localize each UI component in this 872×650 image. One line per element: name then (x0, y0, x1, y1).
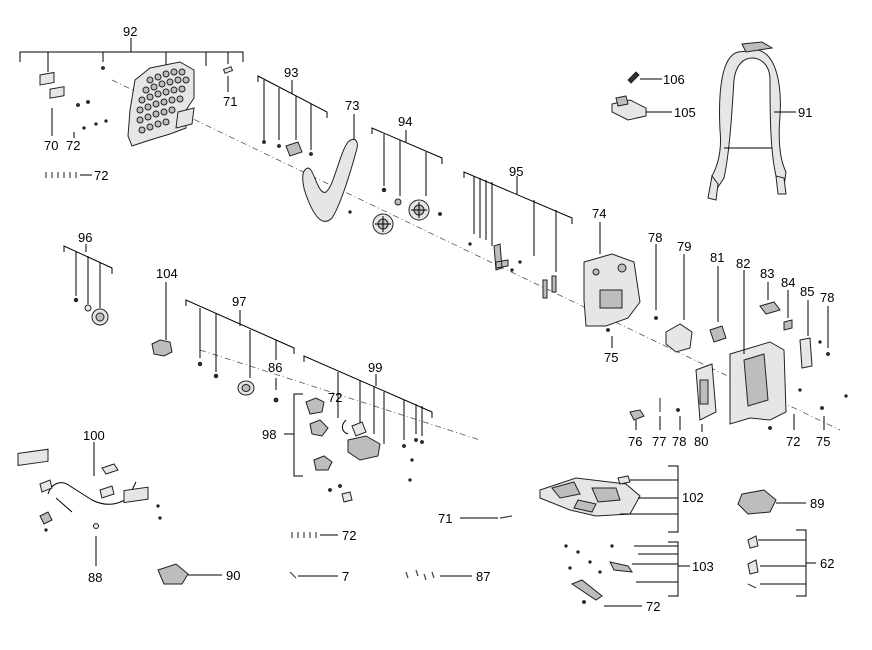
callout-71-top: 71 (223, 94, 237, 109)
callout-72-c: 72 (328, 390, 342, 405)
callout-86: 86 (268, 360, 282, 375)
callout-83: 83 (760, 266, 774, 281)
gear-96 (91, 308, 109, 326)
callout-78-a: 78 (648, 230, 662, 245)
callout-72-e: 72 (342, 528, 356, 543)
callout-90: 90 (226, 568, 240, 583)
label-plate-a (39, 71, 55, 86)
group-93: 93 (257, 65, 328, 157)
callout-72-a: 72 (66, 138, 80, 153)
base-tray-102: 102 (539, 465, 704, 533)
part-90: 90 (157, 563, 240, 585)
part-105-connector: 105 (611, 95, 696, 121)
pulley-97 (237, 380, 255, 396)
assembly-axis-main (111, 79, 841, 431)
callout-72-f: 72 (646, 599, 660, 614)
callout-78-b: 78 (820, 290, 834, 305)
callout-97: 97 (232, 294, 246, 309)
callout-92: 92 (123, 24, 137, 39)
wheel-94-right (408, 199, 430, 221)
group-62: 62 (747, 529, 834, 597)
callout-95: 95 (509, 164, 523, 179)
callout-91: 91 (798, 105, 812, 120)
callout-82: 82 (736, 256, 750, 271)
callout-79: 79 (677, 239, 691, 254)
group-94: 94 (348, 114, 443, 235)
switch-assembly-99 (341, 419, 381, 461)
part-79: 79 (665, 239, 693, 353)
callout-88: 88 (88, 570, 102, 585)
callout-94: 94 (398, 114, 412, 129)
callout-105: 105 (674, 105, 696, 120)
callout-7: 7 (342, 569, 349, 584)
pulley-94-small (394, 198, 402, 206)
callout-102: 102 (682, 490, 704, 505)
part-85: 85 (799, 284, 814, 369)
callout-62: 62 (820, 556, 834, 571)
side-cover-80: 80 (694, 363, 717, 449)
callout-84: 84 (781, 275, 795, 290)
callout-71-bottom: 71 (438, 511, 452, 526)
callout-75-b: 75 (816, 434, 830, 449)
group-98: 98 (262, 393, 353, 503)
callout-100: 100 (83, 428, 105, 443)
callout-96: 96 (78, 230, 92, 245)
group-95: 95 (463, 164, 573, 299)
callout-85: 85 (800, 284, 814, 299)
part-81: 81 (709, 250, 727, 343)
group-96: 96 (63, 230, 113, 326)
callout-77: 77 (652, 434, 666, 449)
callout-74: 74 (592, 206, 606, 221)
callout-99: 99 (368, 360, 382, 375)
screws-72-75-right: 72 75 (768, 388, 848, 449)
callout-76: 76 (628, 434, 642, 449)
group-97: 97 86 (185, 294, 295, 403)
small-parts-76-77-78: 76 77 78 (628, 398, 686, 449)
honeycomb-guard (127, 61, 195, 147)
screw-row-72-middle: 72 (291, 528, 356, 543)
group-103: 103 72 (564, 541, 714, 614)
callout-104: 104 (156, 266, 178, 281)
part-78-right: 78 (818, 290, 834, 356)
callout-93: 93 (284, 65, 298, 80)
callout-72-b: 72 (94, 168, 108, 183)
part-87: 87 (405, 569, 490, 584)
motor-plate-74: 74 75 (583, 206, 641, 365)
part-106: 106 (627, 71, 685, 87)
assembly-axis-lower (199, 349, 481, 441)
part-71-bottom: 71 (438, 511, 513, 526)
part-7: 7 (289, 569, 349, 584)
label-plate-b (49, 86, 65, 99)
part-89: 89 (737, 489, 824, 515)
callout-81: 81 (710, 250, 724, 265)
bracket-93 (285, 141, 303, 157)
callout-75-a: 75 (604, 350, 618, 365)
part-78-top: 78 (648, 230, 662, 320)
lever-95 (493, 243, 509, 271)
callout-87: 87 (476, 569, 490, 584)
callout-73: 73 (345, 98, 359, 113)
callout-80: 80 (694, 434, 708, 449)
handle-frame-100: 100 (17, 428, 162, 532)
callout-78-c: 78 (672, 434, 686, 449)
group-99: 99 72 (303, 355, 433, 482)
callout-70: 70 (44, 138, 58, 153)
group-92: 92 71 70 72 (19, 24, 244, 183)
part-83: 83 (759, 266, 781, 315)
callout-72-d: 72 (786, 434, 800, 449)
callout-103: 103 (692, 559, 714, 574)
part-84: 84 (781, 275, 795, 331)
gearbox-housing-82: 82 (729, 256, 787, 425)
wheel-94-left (372, 213, 394, 235)
drive-belt-73: 73 (302, 98, 359, 222)
backpack-harness-91: 91 (707, 41, 812, 201)
part-104: 104 (151, 266, 178, 357)
callout-106: 106 (663, 72, 685, 87)
part-88: 88 (88, 523, 102, 585)
screw-row-72 (45, 172, 92, 178)
callout-89: 89 (810, 496, 824, 511)
callout-98: 98 (262, 427, 276, 442)
battery-slot-100 (17, 448, 49, 467)
